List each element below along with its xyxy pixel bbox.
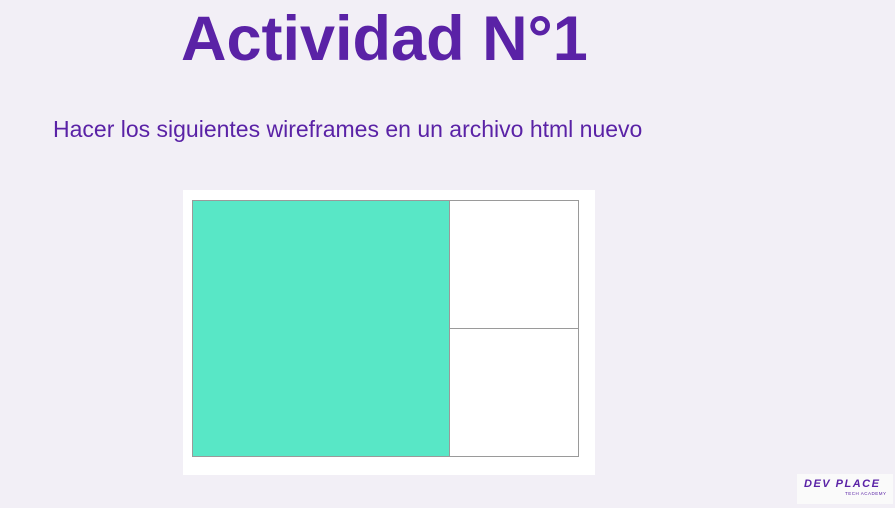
wireframe-top-right-block (450, 200, 579, 329)
wireframe-card (183, 190, 595, 475)
slide-subtitle: Hacer los siguientes wireframes en un ar… (53, 116, 643, 142)
dev-place-logo: DEV PLACE TECH ACADEMY (797, 474, 893, 504)
logo-tagline: TECH ACADEMY (845, 491, 887, 496)
slide-title: Actividad N°1 (181, 4, 588, 74)
logo-wordmark: DEV PLACE (804, 478, 881, 490)
wireframe-main-block (192, 200, 450, 457)
wireframe-bottom-right-block (450, 328, 579, 457)
